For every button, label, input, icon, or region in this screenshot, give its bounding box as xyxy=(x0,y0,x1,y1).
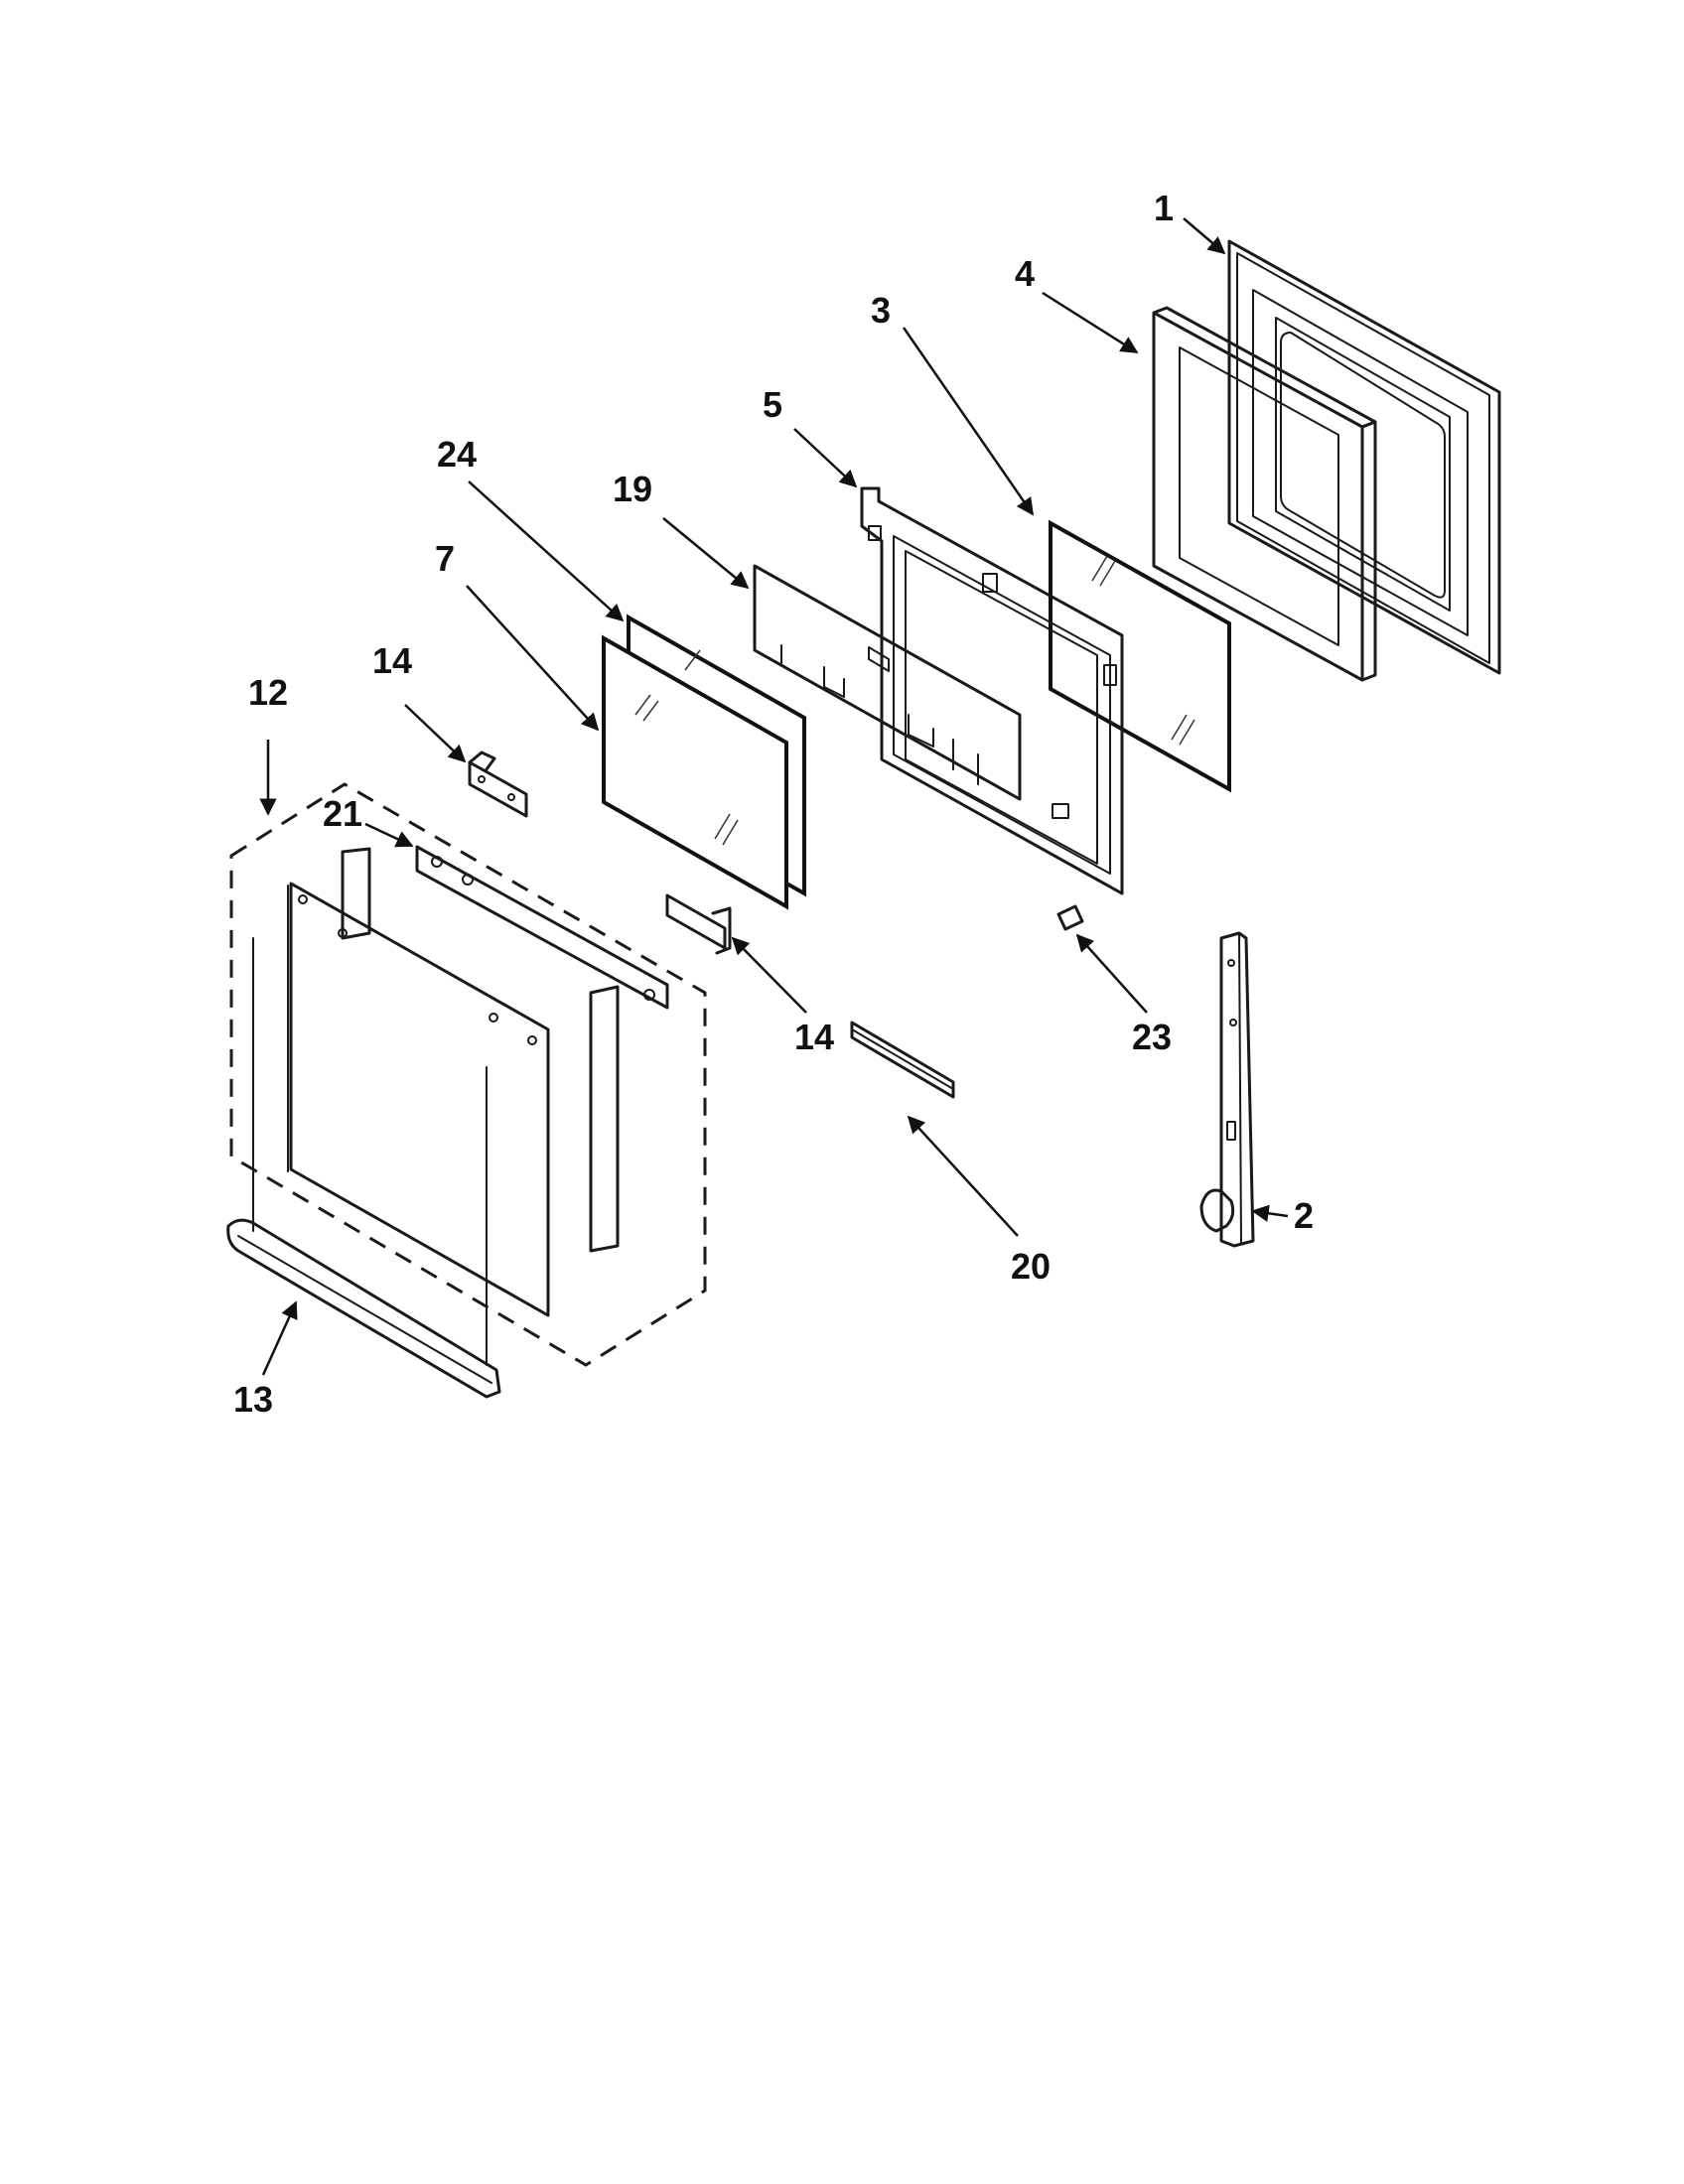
callout-5: 5 xyxy=(763,384,782,425)
callout-12: 12 xyxy=(248,672,288,713)
callout-4: 4 xyxy=(1015,253,1035,294)
part-1-outer-door-panel xyxy=(1227,239,1501,675)
part-14-hinge-receptacle-upper xyxy=(468,751,528,818)
part-20-strip xyxy=(850,1021,955,1099)
part-2-hinge xyxy=(1199,931,1255,1248)
part-4-door-frame xyxy=(1152,306,1377,682)
callout-21: 21 xyxy=(323,793,362,834)
leader-lines xyxy=(259,217,1289,1376)
part-21-trim-bar xyxy=(415,845,669,1010)
part-7-glass-pane xyxy=(602,634,788,910)
part-5-door-liner xyxy=(860,486,1124,895)
callout-3: 3 xyxy=(871,290,891,331)
part-19-baffle xyxy=(753,564,1022,801)
part-13-bottom-trim xyxy=(226,1218,501,1399)
callout-13: 13 xyxy=(233,1379,273,1420)
callout-24: 24 xyxy=(437,434,477,475)
part-12-outer-glass-assembly xyxy=(229,782,707,1367)
callout-23: 23 xyxy=(1132,1017,1172,1057)
part-14-hinge-receptacle-lower xyxy=(665,893,732,955)
callout-1: 1 xyxy=(1154,188,1174,228)
part-3-inner-glass xyxy=(1049,519,1231,793)
callout-14-upper: 14 xyxy=(372,640,412,681)
callout-14-lower: 14 xyxy=(794,1017,834,1057)
callout-2: 2 xyxy=(1294,1195,1314,1236)
callout-7: 7 xyxy=(435,538,455,579)
part-23-clip xyxy=(1056,904,1084,931)
callout-19: 19 xyxy=(613,469,652,509)
callout-20: 20 xyxy=(1011,1246,1051,1287)
callout-labels: 1 4 3 5 24 19 7 14 12 21 14 23 2 20 13 xyxy=(233,188,1314,1420)
